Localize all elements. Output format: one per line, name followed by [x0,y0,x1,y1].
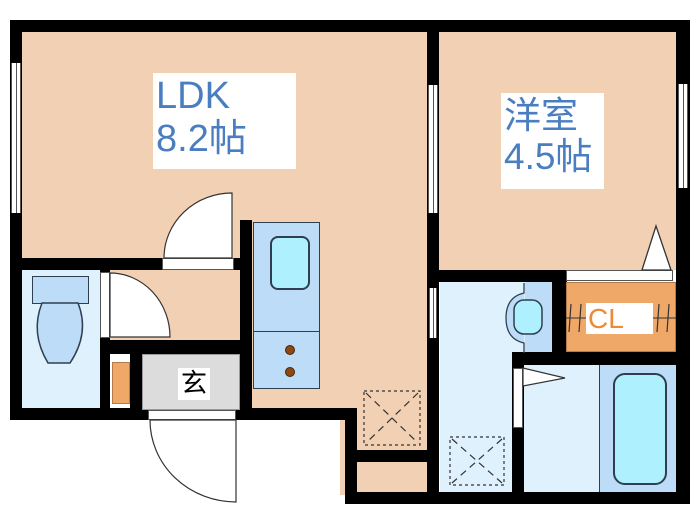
door-swing-ldk-icon [163,192,233,259]
wall-bottom-left [10,408,150,420]
stove-burner-icon [285,345,295,355]
door-ldk-hall[interactable] [162,258,234,270]
vanity-basin-icon [505,283,543,353]
toilet-tank [32,276,89,304]
stove-burner-icon [285,367,295,377]
kitchen-stove [253,331,320,389]
wall-closet-left [552,270,566,362]
wall-step-vertical [345,408,357,504]
door-swing-entrance-icon [149,419,237,503]
floor-hatch-icon [363,390,421,446]
window-center [428,85,438,213]
closet-door-swing-icon [641,223,672,271]
bathroom-door-swing-icon [522,367,566,387]
wall-lower-divider [357,450,429,462]
toilet-bowl-icon [36,302,84,364]
entrance-label: 玄 [178,368,210,400]
wall-kitchen-left [240,220,252,420]
ldk-room-size: 8.2帖 [156,117,247,160]
wall-top [10,20,690,32]
closet-door[interactable] [566,270,673,281]
wall-bottom-mid [236,408,348,420]
kitchen-sink-icon [270,236,310,290]
drain-hatch-icon [449,436,505,486]
door-entrance[interactable] [148,410,236,420]
western-room-name: 洋室 [504,95,578,136]
bathroom-door[interactable] [513,368,523,428]
ldk-room-name: LDK [156,75,230,117]
wall-bath-top [512,352,690,365]
washroom-floor [440,282,512,492]
wall-shoebox-right [130,340,142,420]
closet-label: CL [586,303,653,334]
door-swing-toilet-icon [109,272,171,338]
shoe-cabinet [112,362,130,404]
wall-hall-bottom [100,340,245,354]
entrance-name: 玄 [180,369,207,399]
bathroom-divider [599,365,600,492]
closet-name: CL [588,303,624,334]
western-room-size: 4.5帖 [504,136,593,178]
bathtub-icon [613,373,667,485]
wall-western-bottom [427,270,567,282]
door-toilet[interactable] [100,272,110,338]
western-room-label: 洋室 4.5帖 [501,93,604,189]
window-ldk-left [11,63,21,213]
window-washroom [429,288,437,338]
window-western-right [678,84,688,188]
ldk-label: LDK 8.2帖 [153,73,296,169]
